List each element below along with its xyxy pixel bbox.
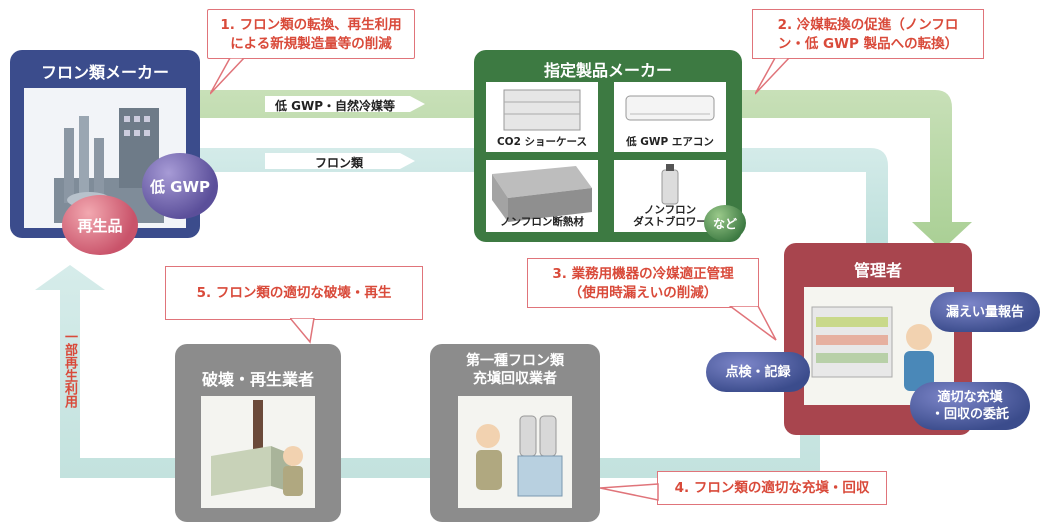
leak-report-bubble: 漏えい量報告 — [930, 292, 1040, 332]
callout-2: 2. 冷媒転換の促進（ノンフロ ン・低 GWP 製品への転換） — [752, 9, 984, 59]
etc-bubble: など — [704, 205, 746, 241]
showcase-illustration — [503, 89, 581, 131]
callout-3: 3. 業務用機器の冷媒適正管理 （使用時漏えいの削減） — [527, 258, 759, 308]
collector-title: 第一種フロン類 充塡回収業者 — [466, 353, 564, 387]
top-white-arrow — [265, 96, 425, 112]
collector-box: 第一種フロン類 充塡回収業者 — [430, 344, 600, 522]
fluorocarbon-maker-title: フロン類メーカー — [40, 63, 169, 82]
showcase-clerk-illustration — [811, 306, 934, 391]
callout-1-pointer — [210, 58, 246, 95]
aircon-illustration — [625, 95, 715, 121]
product-co2-showcase: CO2 ショーケース — [486, 82, 598, 152]
callout-1: 1. フロン類の転換、再生利用 による新規製造量等の削減 — [207, 9, 415, 59]
designated-product-maker-box: 指定製品メーカー CO2 ショーケース 低 GWP エアコン ノンフロン断熱材 … — [474, 50, 742, 242]
destruction-recycler-title: 破壊・再生業者 — [201, 370, 314, 389]
recycled-product-bubble: 再生品 — [62, 195, 138, 255]
designated-maker-title: 指定製品メーカー — [543, 61, 672, 80]
duster-illustration — [661, 164, 679, 205]
product-nonfluoro-insulation-label: ノンフロン断熱材 — [500, 216, 584, 228]
manager-title: 管理者 — [853, 261, 902, 280]
destruction-recycler-box: 破壊・再生業者 — [175, 344, 341, 522]
consignment-bubble: 適切な充塡 ・回収の委託 — [910, 382, 1030, 430]
manager-illustration-panel — [804, 287, 954, 405]
callout-4-pointer — [600, 483, 659, 501]
product-nonfluoro-duster-label: ノンフロン ダストブロワー — [633, 204, 707, 228]
plant-worker-illustration — [211, 400, 303, 496]
low-gwp-bubble: 低 GWP — [142, 153, 218, 219]
insulation-illustration — [492, 166, 592, 222]
inspection-record-bubble: 点検・記録 — [706, 352, 810, 392]
middle-arrow-label: フロン類 — [315, 156, 364, 170]
product-nonfluoro-insulation: ノンフロン断熱材 — [486, 160, 598, 232]
callout-5-pointer — [290, 318, 315, 344]
callout-5: 5. フロン類の適切な破壊・再生 — [165, 266, 423, 320]
callout-2-pointer — [755, 58, 791, 95]
callout-3-pointer — [728, 306, 777, 341]
product-co2-showcase-label: CO2 ショーケース — [496, 136, 588, 148]
product-low-gwp-aircon: 低 GWP エアコン — [614, 82, 726, 152]
middle-white-arrow — [265, 153, 415, 169]
partial-reuse-label: 一部再生利用 — [62, 330, 77, 408]
destruction-illustration-panel — [201, 396, 315, 508]
callout-4: 4. フロン類の適切な充塡・回収 — [657, 471, 887, 505]
collector-worker-illustration — [476, 415, 563, 497]
top-arrow-label: 低 GWP・自然冷媒等 — [275, 99, 396, 113]
collector-illustration-panel — [458, 396, 572, 508]
product-low-gwp-aircon-label: 低 GWP エアコン — [626, 136, 714, 148]
